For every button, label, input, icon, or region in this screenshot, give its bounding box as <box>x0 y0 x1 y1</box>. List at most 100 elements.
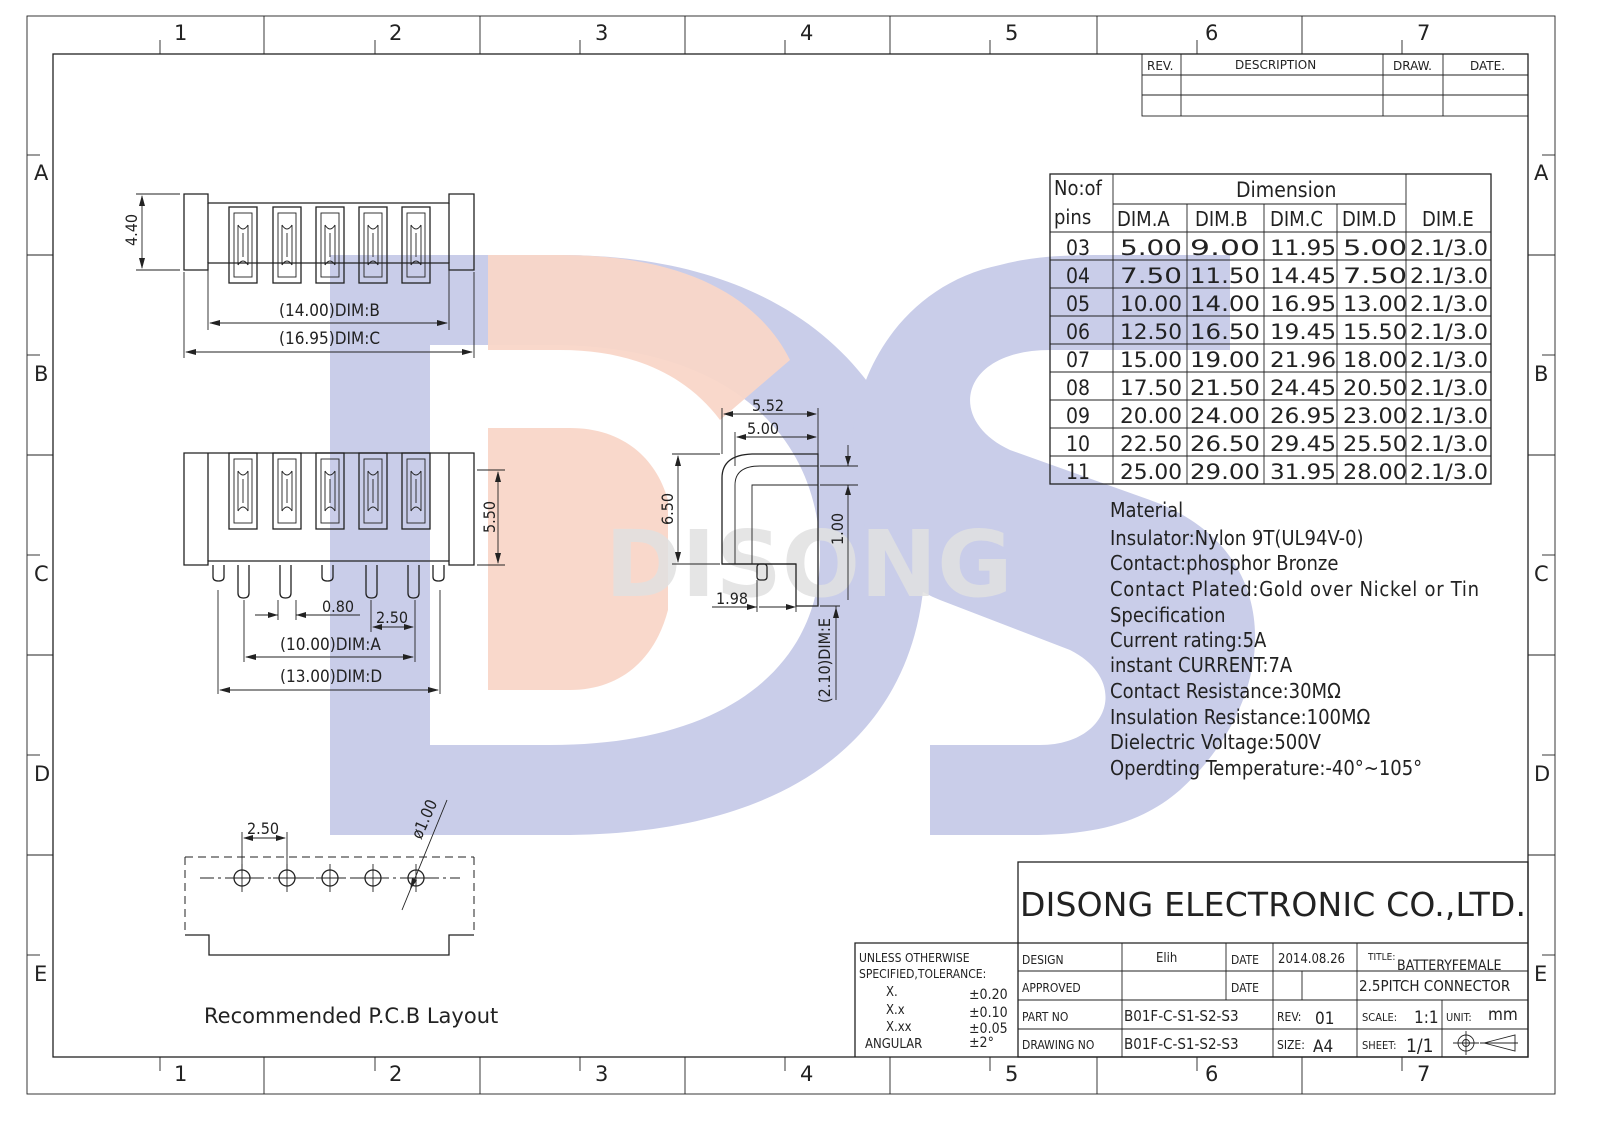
table-cell-pins: 06 <box>1066 320 1090 344</box>
table-header-pins-1: No:of <box>1054 176 1103 200</box>
spec-line-0: Material <box>1110 498 1183 522</box>
table-cell-value: 25.00 <box>1120 460 1182 484</box>
unit-label: UNIT: <box>1446 1011 1472 1024</box>
table-cell-pins: 04 <box>1066 264 1090 288</box>
table-cell-pins: 09 <box>1066 404 1090 428</box>
cavity <box>401 206 431 284</box>
table-cell-value: 2.1/3.0 <box>1410 320 1488 344</box>
zone-col-top-6: 6 <box>1205 21 1218 45</box>
pcb-dim-pitch: 2.50 <box>247 819 279 838</box>
cavity <box>315 452 345 530</box>
projection-symbol-icon <box>1453 1031 1518 1055</box>
table-cell-value: 2.1/3.0 <box>1410 404 1488 428</box>
date2-label: DATE <box>1231 981 1259 995</box>
tolerance-value-1: ±0.10 <box>969 1005 1008 1021</box>
dim-pin-pitch: 2.50 <box>376 608 408 627</box>
dim-top-height: 4.40 <box>122 214 141 246</box>
table-cell-value: 28.00 <box>1343 460 1407 484</box>
table-cell-value: 18.00 <box>1343 348 1407 372</box>
date-label: DATE <box>1231 953 1259 967</box>
dim-a-label: (10.00)DIM:A <box>280 635 381 655</box>
dim-pin-width: 0.80 <box>322 597 354 616</box>
table-cell-value: 10.00 <box>1120 292 1182 316</box>
title-block: DISONG ELECTRONIC CO.,LTD. DESIGN Elih D… <box>1017 861 1529 1058</box>
table-header-dimension: Dimension <box>1236 178 1336 202</box>
watermark-salmon-shape <box>488 255 790 690</box>
scale-value: 1:1 <box>1414 1008 1439 1028</box>
dim-198: 1.98 <box>716 589 748 608</box>
dim-e-label: (2.10)DIM:E <box>815 618 834 703</box>
title-label: TITLE: <box>1367 952 1395 963</box>
table-header-dim-a: DIM.A <box>1117 207 1170 231</box>
cavity <box>272 206 302 284</box>
table-header-pins-2: pins <box>1054 205 1091 229</box>
rev-label: REV: <box>1277 1010 1301 1024</box>
zone-labels: 1 2 3 4 5 6 7 1 2 3 4 5 6 7 A B C D E A … <box>34 21 1550 1086</box>
table-header-dim-d: DIM.D <box>1342 207 1396 231</box>
dim-552: 5.52 <box>752 396 784 415</box>
spec-line-7: Contact Resistance:30MΩ <box>1110 679 1341 703</box>
table-cell-value: 16.95 <box>1270 292 1336 316</box>
table-cell-value: 17.50 <box>1120 376 1182 400</box>
zone-col-top-7: 7 <box>1417 21 1430 45</box>
zone-col-bottom-4: 4 <box>800 1062 813 1086</box>
table-cell-value: 16.50 <box>1190 320 1260 344</box>
zone-row-left-d: D <box>34 762 50 786</box>
table-cell-value: 25.50 <box>1343 432 1407 456</box>
size-value: A4 <box>1313 1037 1333 1057</box>
rev-value: 01 <box>1315 1009 1334 1029</box>
spec-line-5: Current rating:5A <box>1110 628 1267 652</box>
table-cell-value: 31.95 <box>1270 460 1336 484</box>
top-view: 4.40 (14.00)DIM:B (16.95)DIM:C <box>122 193 475 358</box>
top-view-cavities <box>228 206 431 284</box>
title-line-1: BATTERYFEMALE <box>1397 958 1502 974</box>
table-cell-value: 2.1/3.0 <box>1410 236 1488 260</box>
tolerance-label-3: ANGULAR <box>865 1037 922 1052</box>
table-cell-value: 5.00 <box>1120 236 1182 260</box>
watermark-blue-s <box>851 255 1256 835</box>
table-cell-value: 2.1/3.0 <box>1410 376 1488 400</box>
zone-row-right-c: C <box>1534 562 1549 586</box>
drawing-label: DRAWING NO <box>1022 1038 1094 1052</box>
size-label: SIZE: <box>1277 1038 1305 1052</box>
table-cell-value: 5.00 <box>1343 236 1407 260</box>
table-cell-pins: 03 <box>1066 236 1090 260</box>
zone-row-right-e: E <box>1534 962 1547 986</box>
table-cell-value: 21.96 <box>1270 348 1336 372</box>
title-line-2: 2.5PITCH CONNECTOR <box>1359 977 1510 995</box>
watermark-text: DISONG <box>605 511 1013 618</box>
spec-line-4: Specification <box>1110 603 1226 627</box>
zone-col-bottom-5: 5 <box>1005 1062 1018 1086</box>
front-view: 5.50 0.80 2.50 (10.00)DIM:A (13.00)DIM:D <box>183 452 505 694</box>
tolerance-label-2: X.xx <box>886 1020 912 1035</box>
tolerance-heading-2: SPECIFIED,TOLERANCE: <box>859 967 986 981</box>
spec-line-1: Insulator:Nylon 9T(UL94V-0) <box>1110 526 1364 550</box>
pin <box>407 565 420 599</box>
zone-col-bottom-7: 7 <box>1417 1062 1430 1086</box>
rev-header-draw: DRAW. <box>1393 59 1432 73</box>
table-header-dim-b: DIM.B <box>1195 207 1248 231</box>
table-cell-pins: 11 <box>1066 460 1090 484</box>
cavity <box>315 206 345 284</box>
table-cell-value: 2.1/3.0 <box>1410 432 1488 456</box>
table-cell-value: 19.00 <box>1190 348 1260 372</box>
pin <box>321 565 334 582</box>
tolerance-value-0: ±0.20 <box>969 987 1008 1003</box>
zone-row-left-a: A <box>34 161 49 185</box>
dim-d-label: (13.00)DIM:D <box>280 667 382 687</box>
zone-row-right-a: A <box>1534 161 1549 185</box>
zone-col-bottom-1: 1 <box>174 1062 187 1086</box>
table-cell-value: 2.1/3.0 <box>1410 264 1488 288</box>
tolerance-label-0: X. <box>886 985 898 1000</box>
table-cell-value: 11.50 <box>1190 264 1260 288</box>
table-cell-value: 2.1/3.0 <box>1410 292 1488 316</box>
side-view: 5.52 5.00 6.50 1.00 1.98 (2.10)DIM: <box>658 396 858 703</box>
tolerance-value-3: ±2° <box>969 1035 994 1051</box>
revision-block: REV. DESCRIPTION DRAW. DATE. <box>1141 53 1529 117</box>
zone-col-bottom-2: 2 <box>389 1062 402 1086</box>
dim-c-label: (16.95)DIM:C <box>279 329 380 349</box>
table-cell-value: 7.50 <box>1343 264 1407 288</box>
table-cell-value: 20.50 <box>1343 376 1407 400</box>
table-cell-value: 26.50 <box>1190 432 1260 456</box>
